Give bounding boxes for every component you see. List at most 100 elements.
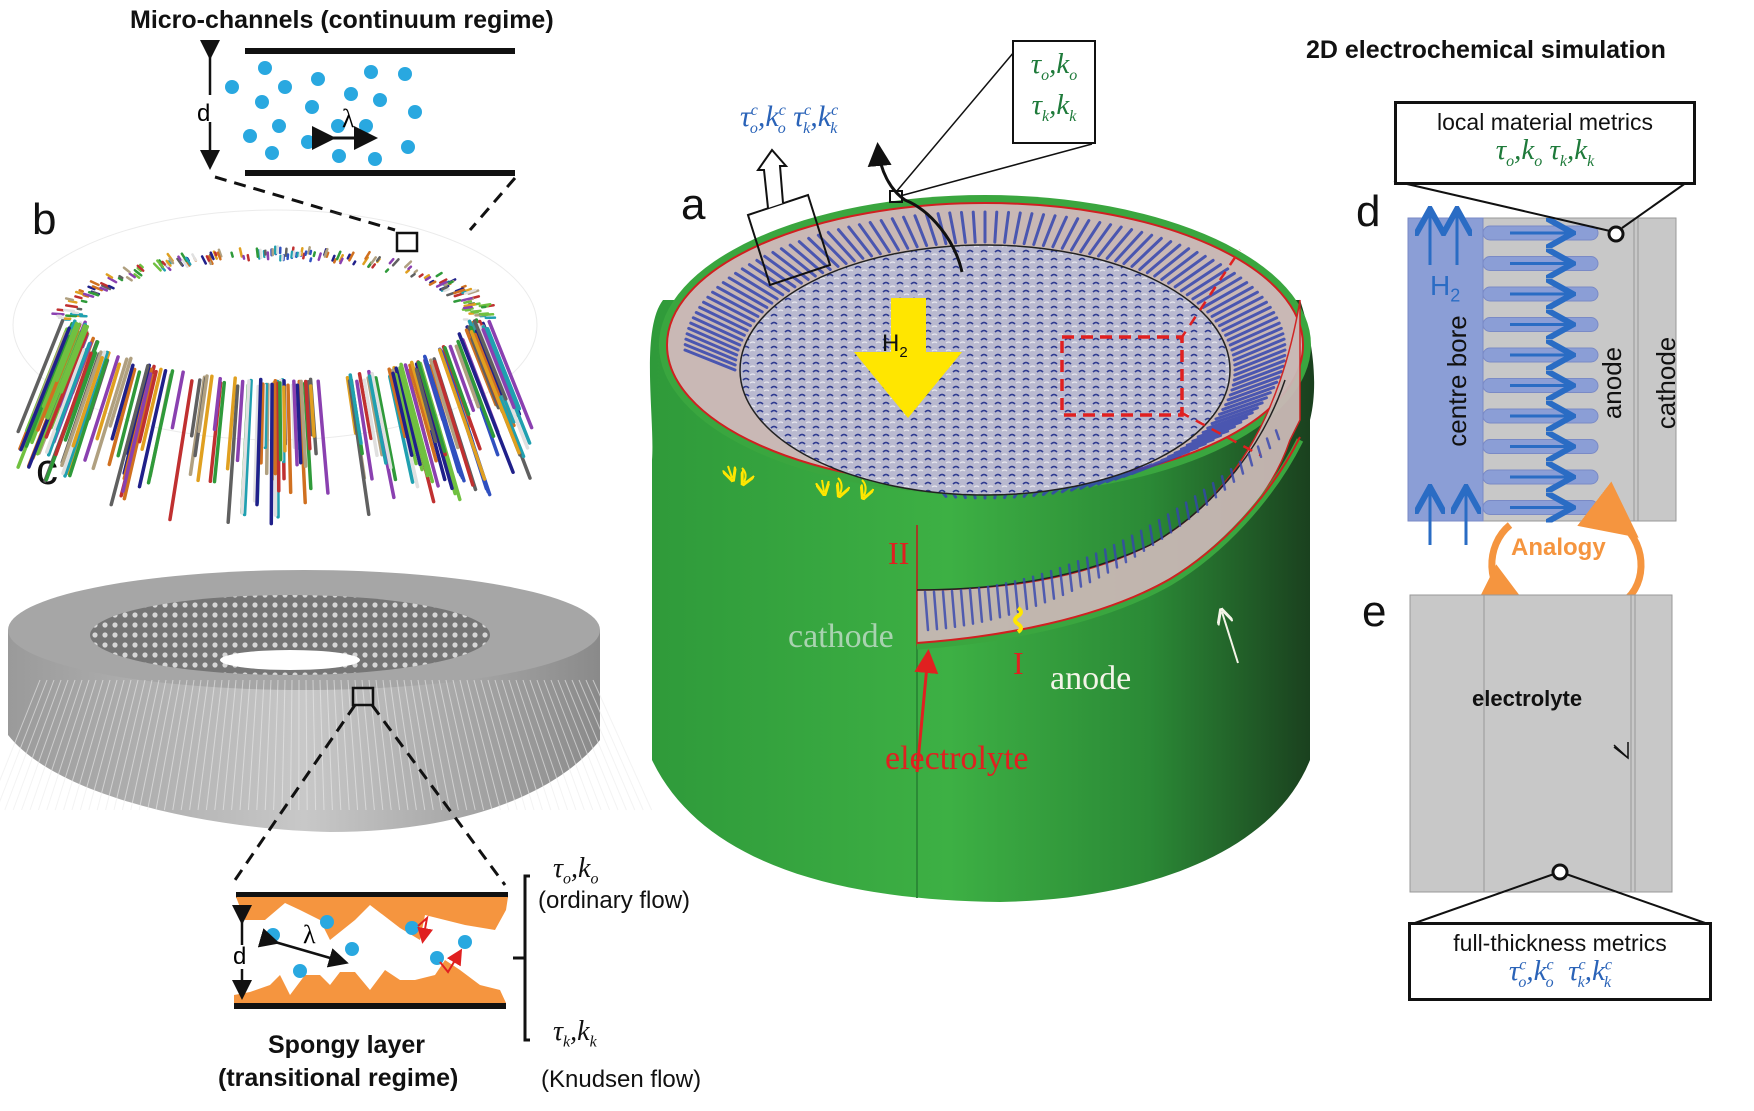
pore-streak <box>1185 429 1230 447</box>
pore-streak <box>924 213 938 246</box>
gray-fiber-cylinder <box>0 570 653 886</box>
pore-channel-streak <box>306 380 314 437</box>
pore-channel-streak <box>107 276 118 284</box>
zoom-box-b <box>395 231 419 253</box>
pore-channel-streak <box>309 249 313 256</box>
pore-channel-streak <box>128 272 136 279</box>
pore-channel-streak <box>78 289 84 293</box>
pore-streak <box>683 343 737 367</box>
pore-streak <box>1218 300 1268 328</box>
pore-channel-streak <box>191 253 197 262</box>
pore-channel-streak <box>242 254 246 260</box>
ordinary-flow-metrics: τo,ko <box>553 853 599 888</box>
pore-channel-streak <box>348 373 363 445</box>
pore-channel-streak <box>474 329 503 396</box>
pore-channel-streak <box>347 379 371 517</box>
knudsen-flow-caption: (Knudsen flow) <box>541 1066 702 1093</box>
pore-channel-streak <box>255 247 260 258</box>
local-metrics-box-a: τo,ko τk,kk <box>1012 40 1096 144</box>
pore-streak <box>1206 411 1254 430</box>
pore-channel-streak <box>407 265 413 271</box>
pore-channel-streak <box>384 268 390 273</box>
pore-channel-streak <box>136 266 143 273</box>
pore-channel-streak <box>118 274 124 280</box>
electrolyte-label-e: electrolyte <box>1472 686 1583 711</box>
cathode-label-d: cathode <box>1651 336 1681 430</box>
anode-label-a: anode <box>1050 660 1132 697</box>
pore-channel-streak <box>481 313 495 317</box>
pore-streak <box>1153 247 1191 278</box>
pore-streak <box>1160 250 1199 281</box>
pore-channel-streak <box>404 260 413 269</box>
pore-streak <box>1224 385 1276 407</box>
pore-channel-streak <box>207 255 214 265</box>
panel-label-e: e <box>1362 587 1387 636</box>
micro-channel-d-label: d <box>197 100 211 127</box>
pore-streak <box>1088 223 1113 256</box>
anode-label-d: anode <box>1597 346 1627 420</box>
pore-streak <box>711 290 760 318</box>
pore-channel-streak <box>255 377 263 507</box>
pore-channel-streak <box>101 284 112 291</box>
pore-channel-streak <box>370 371 393 470</box>
pore-channel-streak <box>443 346 471 417</box>
pore-streak <box>683 348 737 372</box>
pore-channel-streak <box>180 252 188 263</box>
pore-channel-streak <box>95 362 122 441</box>
pore-channel-streak <box>416 360 447 453</box>
pore-streak <box>1051 215 1068 249</box>
pore-channel-streak <box>364 250 371 260</box>
pore-channel-streak <box>423 274 431 280</box>
pore-channel-streak <box>278 381 283 462</box>
pore-streak <box>1221 391 1272 412</box>
pore-channel-streak <box>108 356 133 428</box>
pore-channel-streak <box>110 363 135 441</box>
pore-streak <box>1138 240 1173 271</box>
pore-streak <box>1179 433 1223 451</box>
pore-streak <box>1214 295 1264 323</box>
pore-channel-streak <box>246 253 250 262</box>
pore-channel-streak <box>428 280 437 286</box>
pore-channel-streak <box>316 379 330 495</box>
pore-channel-streak <box>443 287 450 293</box>
pore-streak <box>1233 353 1287 377</box>
pore-streak <box>1105 228 1134 260</box>
pore-channel-streak <box>414 362 454 491</box>
pore-channel-streak <box>71 355 104 448</box>
pore-channel-streak <box>304 250 308 257</box>
pore-streak <box>913 214 929 248</box>
pore-channel-streak <box>308 384 316 438</box>
pore-channel-streak <box>394 366 422 467</box>
pore-streak <box>1114 230 1144 263</box>
pore-channel-streak <box>168 257 175 265</box>
pore-channel-streak <box>167 260 172 265</box>
analogy-label: Analogy <box>1511 534 1606 561</box>
hollow-fibre-cylinder <box>649 51 1315 902</box>
pore-channel-streak <box>424 360 461 474</box>
pore-channel-streak <box>165 259 172 267</box>
pore-channel-streak <box>164 262 170 268</box>
pore-streak <box>1060 217 1080 250</box>
pore-channel-streak <box>184 256 192 266</box>
pore-streak <box>879 219 900 252</box>
pore-streak <box>1210 406 1259 426</box>
pore-channel-streak <box>276 381 281 493</box>
pore-channel-streak <box>80 299 88 304</box>
pore-channel-streak <box>481 327 516 410</box>
pore-channel-streak <box>87 285 96 291</box>
pore-streak <box>1185 267 1230 297</box>
pore-channel-streak <box>63 351 98 442</box>
pore-channel-streak <box>457 332 515 474</box>
pore-channel-streak <box>408 363 438 463</box>
pore-channel-streak <box>122 266 131 274</box>
pore-streak <box>1224 311 1276 337</box>
pore-channel-streak <box>323 247 329 258</box>
pore-channel-streak <box>109 363 150 507</box>
pore-channel-streak <box>460 296 473 302</box>
pore-streak <box>1196 420 1243 439</box>
pore-channel-streak <box>230 251 234 258</box>
pore-channel-streak <box>317 252 322 262</box>
pore-channel-streak <box>41 321 79 409</box>
pore-streak <box>1041 214 1057 248</box>
pore-streak <box>857 223 882 256</box>
